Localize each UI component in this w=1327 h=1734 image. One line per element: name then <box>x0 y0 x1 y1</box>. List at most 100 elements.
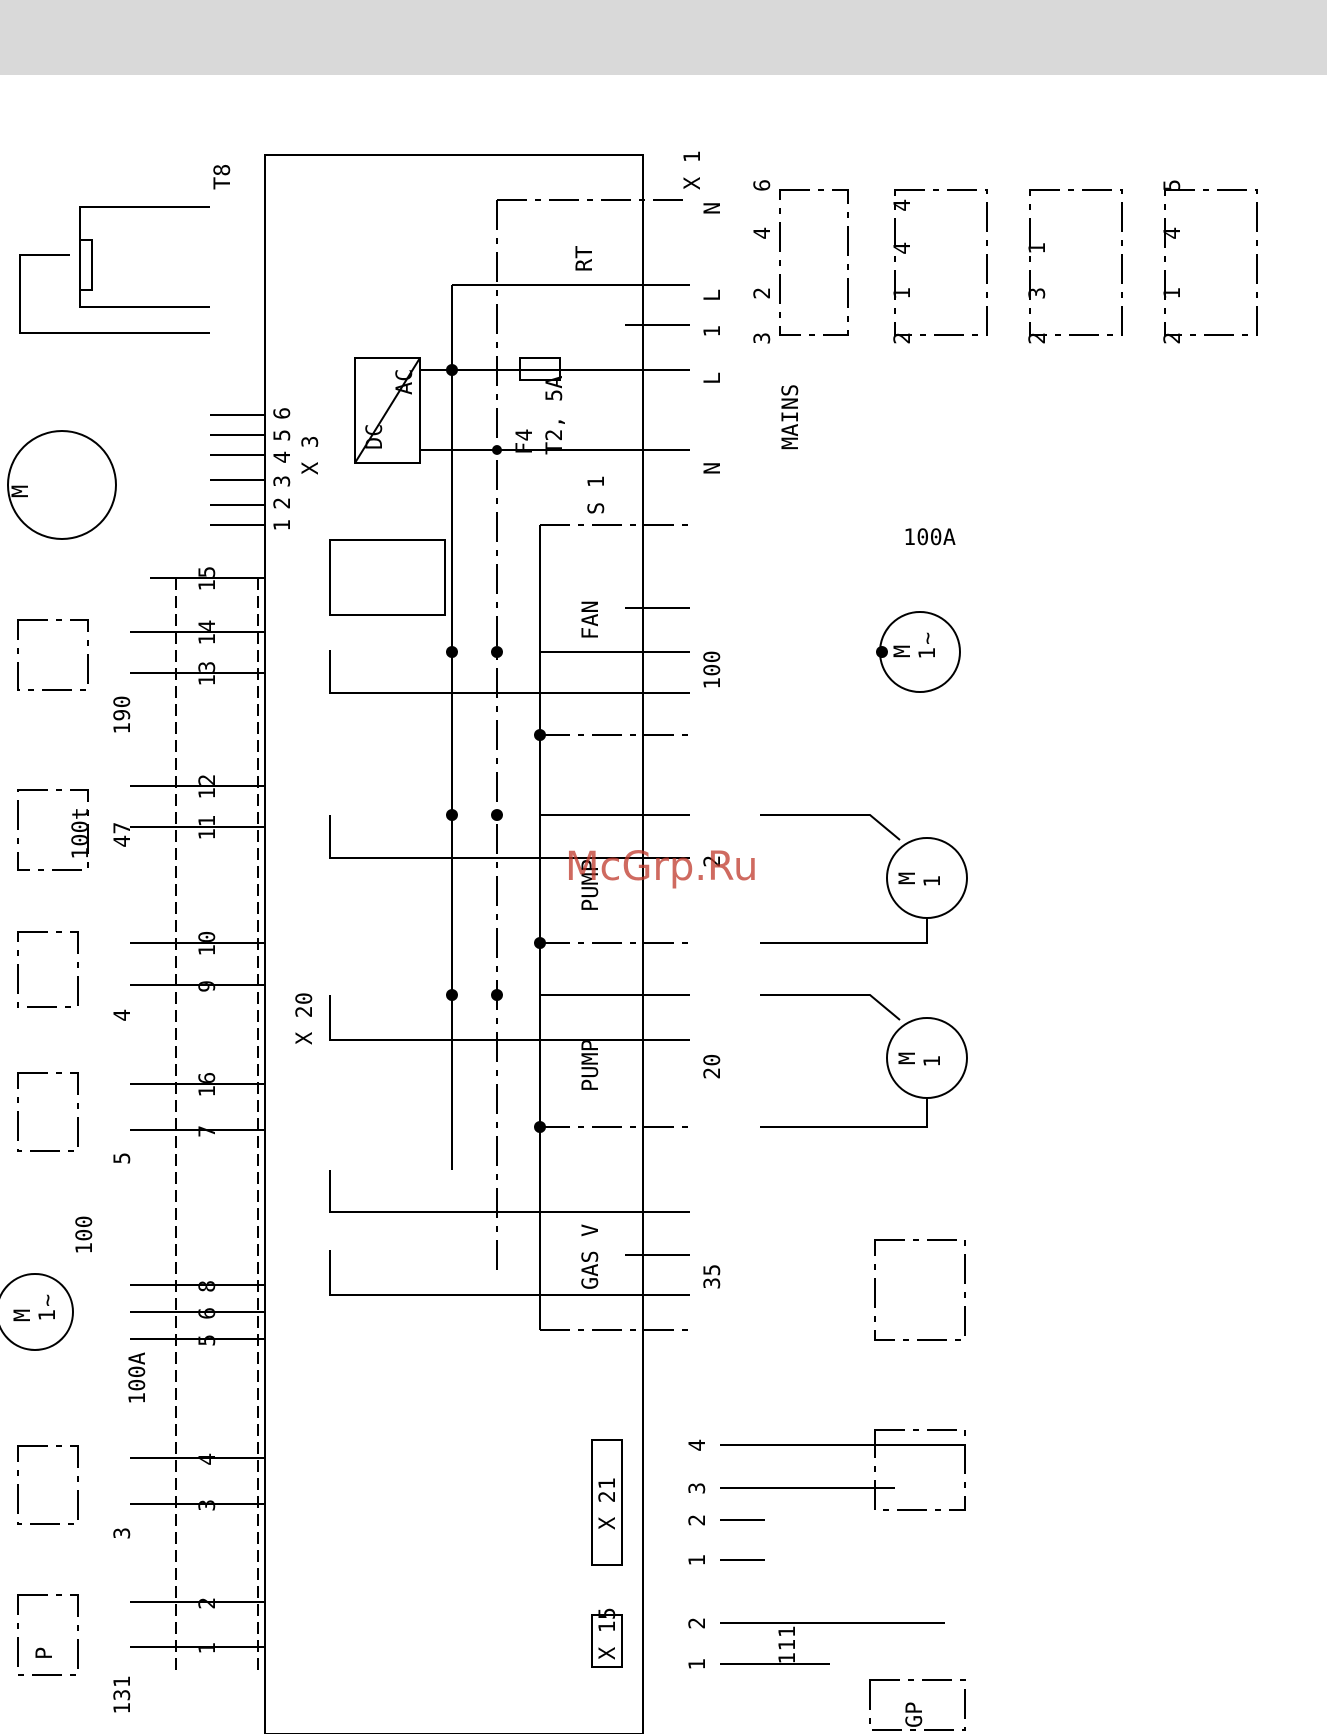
left-pin-7: 7 <box>196 1125 221 1138</box>
ref-100a-top: 100A <box>903 526 956 551</box>
ref-100-fan: 100 <box>701 650 726 690</box>
x15-pin-1: 1 <box>686 1658 711 1671</box>
left-pin-2: 2 <box>196 1597 221 1610</box>
x1-pin-l: L <box>701 289 726 302</box>
ref-gp: GP <box>903 1702 928 1729</box>
x3-pin-1: 1 <box>271 519 296 532</box>
left-pin-16: 16 <box>196 1072 221 1099</box>
left-pin-10: 10 <box>196 931 221 958</box>
watermark: McGrp.Ru <box>565 844 758 890</box>
ac-label: AC <box>393 369 418 396</box>
x21-pin-4: 4 <box>686 1439 711 1452</box>
left-pin-12: 12 <box>196 774 221 801</box>
ref-5: 5 <box>111 1152 136 1165</box>
rt3-pin-a: 1 <box>1026 242 1051 255</box>
fan-motor-tilde: ~ <box>916 632 941 645</box>
rt4-pin-d: 2 <box>1161 332 1186 345</box>
left-pin-5: 5 <box>196 1334 221 1347</box>
x20-label: X 20 <box>293 992 318 1045</box>
ref-20-pump: 20 <box>701 1054 726 1081</box>
rectifier-bridge <box>330 540 445 615</box>
left-motor-phase: 1 <box>36 1309 61 1322</box>
mains-pin-l: L <box>701 372 726 385</box>
ref-100a-left: 100A <box>126 1352 151 1405</box>
gas-valve-symbol <box>875 1240 965 1340</box>
ref-131: 131 <box>111 1675 136 1715</box>
x3-pin-5: 5 <box>271 429 296 442</box>
rt4-pin-c: 1 <box>1161 287 1186 300</box>
x3-pin-3: 3 <box>271 475 296 488</box>
pump-motor-phase-2: 1 <box>921 1055 946 1068</box>
x3-module-label: X 3 <box>299 435 324 475</box>
dc-label: DC <box>363 424 388 451</box>
rt-variants <box>780 190 1257 335</box>
pump-motor-phase-1: 1 <box>921 875 946 888</box>
x15-pin-2: 2 <box>686 1617 711 1630</box>
rt1-pin-c: 2 <box>751 287 776 300</box>
fuse-rating: T2, 5A <box>543 376 568 455</box>
left-pin-14: 14 <box>196 620 221 647</box>
rt3-pin-b: 3 <box>1026 287 1051 300</box>
pump-motor-label-2: M <box>896 1052 921 1065</box>
rt2-pin-c: 1 <box>891 287 916 300</box>
ref-100-left: 100 <box>73 1215 98 1255</box>
x21-pin-1: 1 <box>686 1554 711 1567</box>
x3-pin-4: 4 <box>271 451 296 464</box>
left-pin-13: 13 <box>196 661 221 688</box>
left-pins-wiring <box>130 578 265 1647</box>
left-motor-tilde: ~ <box>36 1294 61 1307</box>
fan-motor-phase: 1 <box>916 647 941 660</box>
rt1-pin-d: 3 <box>751 332 776 345</box>
rt3-pin-c: 2 <box>1026 332 1051 345</box>
x1-pin-n: N <box>701 202 726 215</box>
fan-label: FAN <box>579 600 604 640</box>
left-pin-1: 1 <box>196 1642 221 1655</box>
ref-3: 3 <box>111 1527 136 1540</box>
ref-p: P <box>33 1647 58 1660</box>
ref-35-gas: 35 <box>701 1264 726 1291</box>
ref-4: 4 <box>111 1009 136 1022</box>
internal-bus <box>420 200 690 1330</box>
fuse-label: F4 <box>513 429 538 456</box>
t8-label: T8 <box>211 164 236 191</box>
gas-valve-label: GAS V <box>579 1224 604 1290</box>
left-pin-6: 6 <box>196 1307 221 1320</box>
x1-label: X 1 <box>681 150 706 190</box>
x21-pin-3: 3 <box>686 1482 711 1495</box>
left-pin-8: 8 <box>196 1280 221 1293</box>
x21-label: X 21 <box>596 1477 621 1530</box>
rt2-pin-a: 4 <box>891 199 916 212</box>
x3-pin-6: 6 <box>271 407 296 420</box>
pump-label-2: PUMP <box>579 1039 604 1092</box>
left-motor-label: M <box>11 1309 36 1322</box>
x15-label: X 15 <box>596 1607 621 1660</box>
rt2-pin-b: 4 <box>891 242 916 255</box>
left-pin-4: 4 <box>196 1453 221 1466</box>
left-pin-3: 3 <box>196 1499 221 1512</box>
switch-label: S 1 <box>585 475 610 515</box>
rt2-pin-d: 2 <box>891 332 916 345</box>
left-pin-11: 11 <box>196 815 221 842</box>
left-pin-9: 9 <box>196 980 221 993</box>
rt-label: RT <box>573 246 598 273</box>
control-board <box>265 155 643 1734</box>
x3-pin-2: 2 <box>271 497 296 510</box>
mains-pin-n: N <box>701 462 726 475</box>
ref-111: 111 <box>776 1625 801 1665</box>
ref-100t: 100t <box>69 807 94 860</box>
x21-pin-2: 2 <box>686 1514 711 1527</box>
mains-label: MAINS <box>779 384 804 450</box>
x1-pin-1: 1 <box>701 325 726 338</box>
rt1-pin-b: 4 <box>751 227 776 240</box>
ref-47: 47 <box>111 822 136 849</box>
rt4-pin-a: 5 <box>1161 179 1186 192</box>
pump-motor-label-1: M <box>896 872 921 885</box>
rt4-pin-b: 4 <box>1161 227 1186 240</box>
fan-motor-label: M <box>891 645 916 658</box>
motor-label: M <box>9 485 34 498</box>
left-pin-15: 15 <box>196 566 221 593</box>
x3-wiring <box>210 415 265 525</box>
rt1-pin-a: 6 <box>751 179 776 192</box>
ref-190: 190 <box>111 695 136 735</box>
